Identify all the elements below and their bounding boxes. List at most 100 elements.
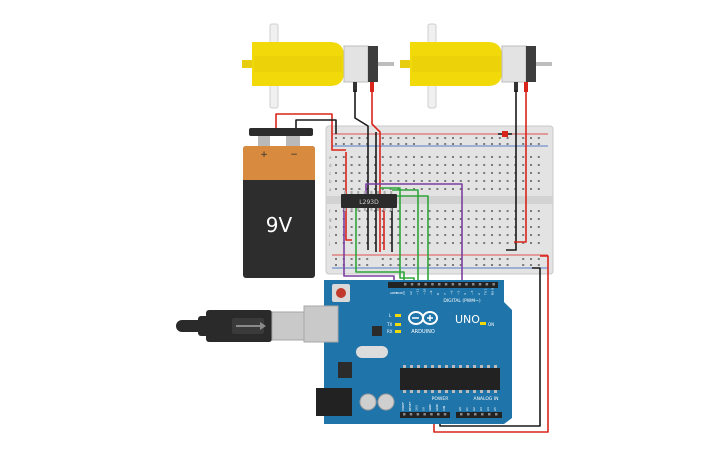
battery-voltage-label: 9V [266,213,293,237]
power-pin-label: GND [435,403,439,411]
tx-label: TX [386,322,392,327]
analog-header-label: ANALOG IN [473,396,498,402]
digital-header-label: DIGITAL (PWM~) [443,298,481,304]
analog-pin[interactable] [495,413,498,416]
wire-battery-positive [275,113,346,151]
power-header-label: POWER [432,396,449,402]
digital-pin-label: TX 1 [484,288,488,296]
power-pin-label: 3V3 [415,405,419,411]
digital-pin[interactable] [478,283,482,286]
digital-pin-label: 13 [402,291,406,295]
arduino-logo-icon [408,311,438,325]
digital-pin-label: 2 [477,293,481,295]
digital-pin[interactable] [424,283,427,286]
battery-minus-label: − [290,150,298,160]
power-pin[interactable] [430,413,433,416]
on-led-label: ON [488,322,494,327]
power-pin[interactable] [443,413,447,416]
breadboard-row-label: c [329,171,331,176]
digital-pin-label: 8 [436,293,440,295]
breadboard-row-label: d [329,163,332,168]
analog-pin-label: A1 [465,407,469,411]
chip-label: L293D [359,199,379,206]
power-pin-label: GND [428,403,432,411]
wires [275,90,549,433]
wire-purple-1 [343,206,395,282]
digital-pin-label: ~11 [416,289,420,295]
analog-pin-label: A3 [479,407,483,411]
digital-pin-label: ~3 [470,290,474,295]
power-pin-label: IOREF [401,402,405,411]
wire-motor1-a [354,90,369,250]
breadboard-row-label: a [329,187,332,192]
atmega-chip [400,368,500,390]
analog-pin[interactable] [481,413,484,416]
analog-pin[interactable] [467,413,470,416]
analog-pin[interactable] [474,413,477,416]
dc-motor-left[interactable] [242,23,394,109]
digital-pin-label: ~6 [450,290,454,295]
wire-motor1-b [371,90,381,252]
power-pin-label: VIN [442,406,446,411]
digital-pin[interactable] [438,283,441,286]
digital-pin-label: ~10 [422,289,426,295]
usb-cable[interactable] [176,310,305,342]
battery-plus-label: + [260,150,268,160]
breadboard-row-label: b [329,179,332,184]
gnd-pin-label: GND [396,291,404,295]
digital-pin[interactable] [485,283,489,286]
digital-pin-label: ~9 [429,290,433,295]
digital-pin[interactable] [444,283,448,286]
digital-pin[interactable] [472,283,475,286]
arduino-logo-text: ARDUINO [411,329,435,335]
digital-pin[interactable] [492,283,495,286]
analog-pin[interactable] [460,413,463,416]
l293d-chip[interactable]: L293D [341,191,397,211]
aref-label: AREF [390,291,398,295]
digital-header [388,282,498,288]
digital-pin-label: 4 [463,293,467,295]
breadboard-row-label: g [329,217,332,222]
breadboard-row-label: f [329,209,331,214]
analog-header [456,412,502,418]
digital-pin-label: 7 [443,293,447,295]
digital-pin[interactable] [431,283,434,286]
battery-9v[interactable]: + − 9V [243,128,315,278]
breadboard-row-label: e [329,155,332,160]
digital-pin[interactable] [417,283,421,286]
arduino-model-text: UNO [455,313,480,326]
digital-pin-label: RX 0 [490,288,494,295]
breadboard-row-label: j [328,241,330,246]
breadboard-row-label: h [329,225,332,230]
digital-pin[interactable] [458,283,461,286]
power-pin[interactable] [403,413,406,416]
power-pin-label: 5V [421,406,425,411]
wire-green-3 [392,189,419,282]
analog-pin[interactable] [488,413,491,416]
wire-battery-negative [295,119,337,134]
power-pin[interactable] [409,413,413,416]
digital-pin[interactable] [465,283,468,286]
l-led-label: L [389,313,392,318]
wire-green-4 [396,195,429,282]
digital-pin[interactable] [410,283,414,286]
wire-5v [433,255,549,433]
power-pin[interactable] [437,413,440,416]
wire-motor2-a [506,90,517,251]
analog-pin-label: A2 [472,407,476,411]
digital-pin[interactable] [451,283,455,286]
wire-green-1 [355,206,405,282]
digital-pin[interactable] [404,283,407,286]
analog-pin-label: A4 [486,407,490,411]
analog-pin-label: A0 [458,407,462,411]
power-pin[interactable] [423,413,426,416]
rx-label: RX [387,329,393,334]
wire-green-2 [380,187,415,282]
dc-motor-right[interactable] [400,23,552,109]
digital-pin-label: 12 [409,291,413,295]
power-pin[interactable] [416,413,420,416]
breadboard-row-label: i [329,233,330,238]
digital-pin-label: ~5 [456,290,460,295]
